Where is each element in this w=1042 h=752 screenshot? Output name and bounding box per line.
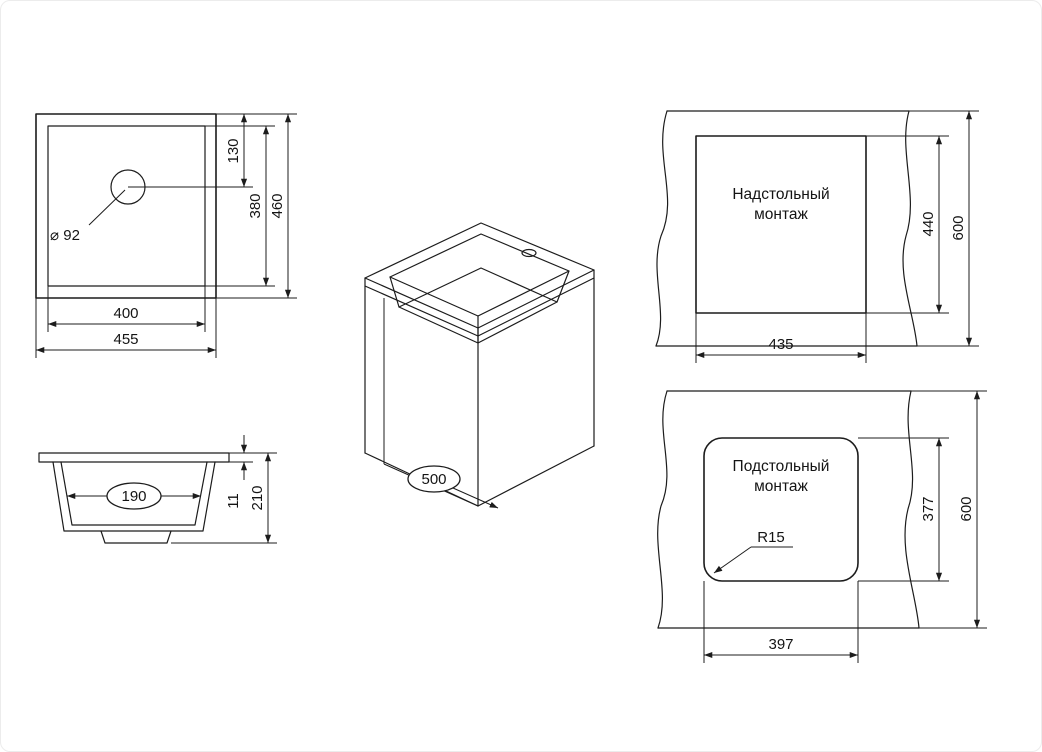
dim-outer-width: 455 xyxy=(113,331,138,348)
wavy-edge-right xyxy=(902,110,918,347)
hole-diameter-leader xyxy=(88,189,126,226)
wavy-edge-left xyxy=(655,110,669,347)
dim-top-cutout-width: 435 xyxy=(768,336,793,353)
dim-under-cutout-height: 377 xyxy=(920,496,937,521)
radius-leader xyxy=(713,546,752,574)
iso-faucet-hole xyxy=(521,248,537,258)
sink-outer-outline xyxy=(35,113,217,299)
countertop-panel-top xyxy=(655,110,918,347)
top-mount-view: Надстольный монтаж 440 600 435 xyxy=(655,110,979,363)
under-mount-view: Подстольный монтаж R15 377 600 397 xyxy=(657,390,987,663)
dim-depth: 500 xyxy=(421,471,446,488)
dim-bowl-width-value: 190 xyxy=(121,488,146,505)
wavy-edge-left xyxy=(657,390,668,629)
section-view: 190 11 210 xyxy=(38,435,277,544)
dim-hole-offset: 130 xyxy=(225,138,242,163)
dim-hole-diameter: ⌀ 92 xyxy=(50,227,80,244)
iso-depth-leader xyxy=(452,487,499,509)
top-view: ⌀ 92 130 380 460 400 455 xyxy=(35,113,297,358)
top-mount-cutout xyxy=(695,135,867,314)
iso-cabinet xyxy=(364,269,595,507)
sink-bowl-outline xyxy=(47,125,206,287)
dim-under-cutout-width: 397 xyxy=(768,636,793,653)
dim-inner-width: 400 xyxy=(113,305,138,322)
isometric-view: 500 xyxy=(364,222,595,509)
wavy-edge-right xyxy=(904,390,920,629)
dim-oval-500 xyxy=(407,465,461,493)
dim-top-panel-height: 600 xyxy=(950,215,967,240)
dim-total-height: 210 xyxy=(249,485,266,510)
dim-rim-height: 11 xyxy=(225,493,242,509)
dim-inner-depth: 380 xyxy=(247,193,264,218)
iso-bowl-walls xyxy=(389,270,570,344)
dim-top-cutout-height: 440 xyxy=(920,211,937,236)
bowl-outer-profile xyxy=(52,461,216,532)
top-mount-label-line2: монтаж xyxy=(754,206,808,223)
under-mount-cutout xyxy=(703,437,859,582)
under-mount-extension-lines xyxy=(703,390,987,663)
corner-radius-label: R15 xyxy=(757,529,785,546)
top-mount-label-line1: Надстольный xyxy=(732,186,829,203)
drain-recess-profile xyxy=(100,530,172,544)
dim-outer-depth: 460 xyxy=(269,193,286,218)
dim-oval-190 xyxy=(106,482,162,510)
flange-profile xyxy=(38,452,230,463)
dim-under-panel-height: 600 xyxy=(958,496,975,521)
under-mount-label-line1: Подстольный xyxy=(733,458,830,475)
countertop-panel-under xyxy=(657,390,920,629)
under-mount-label-line2: монтаж xyxy=(754,478,808,495)
